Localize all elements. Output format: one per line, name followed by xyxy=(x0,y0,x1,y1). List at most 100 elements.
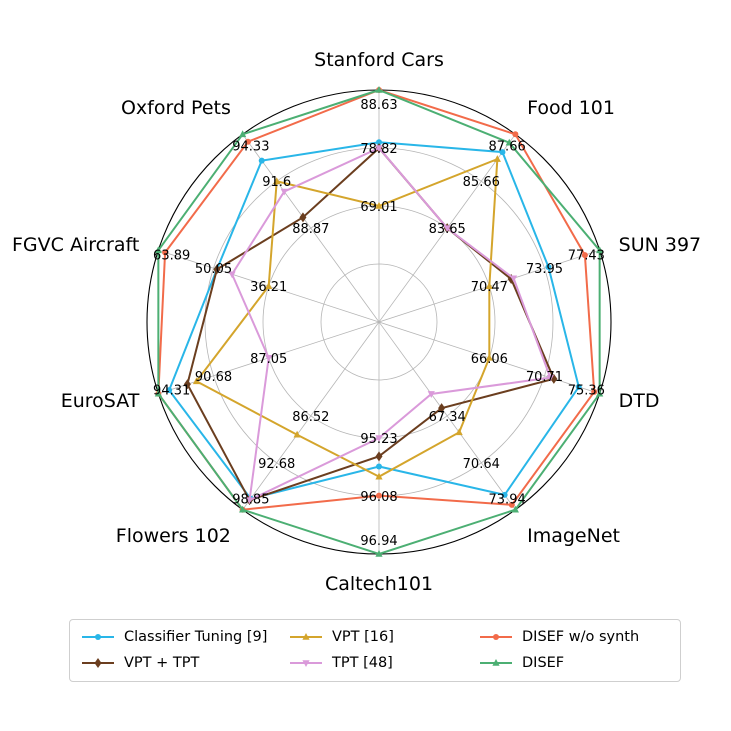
data-point xyxy=(375,145,383,152)
data-point xyxy=(485,353,493,361)
tick-label: 77.43 xyxy=(568,249,605,264)
data-point xyxy=(245,497,254,505)
axis-label: Flowers 102 xyxy=(116,525,231,547)
tick-label: 92.68 xyxy=(258,457,295,472)
data-point xyxy=(596,389,604,397)
data-point xyxy=(455,428,463,436)
legend-item: DISEF w/o synth xyxy=(478,626,639,648)
data-point xyxy=(166,387,173,394)
legend-label: DISEF w/o synth xyxy=(522,629,640,645)
tick-label: 88.63 xyxy=(360,98,397,113)
legend-label: VPT [16] xyxy=(332,629,394,645)
data-point xyxy=(512,131,519,138)
data-point xyxy=(545,263,552,270)
grid-spoke xyxy=(242,321,380,510)
legend-item: VPT [16] xyxy=(288,626,394,648)
axis-label: Food 101 xyxy=(527,97,615,119)
data-point xyxy=(213,264,221,275)
legend-swatch xyxy=(290,660,322,667)
data-point xyxy=(596,246,604,254)
data-point xyxy=(183,379,191,390)
legend-item: DISEF xyxy=(478,652,564,674)
tick-label: 88.87 xyxy=(292,222,329,237)
tick-label: 50.05 xyxy=(195,262,232,277)
series-disef xyxy=(154,86,604,557)
axis-label: ImageNet xyxy=(527,525,620,547)
tick-labels: 69.0178.8288.6383.6585.6687.6670.4773.95… xyxy=(153,98,605,549)
grid-spoke xyxy=(378,321,516,510)
data-point xyxy=(154,246,162,254)
legend-swatch xyxy=(290,633,322,640)
radar-series xyxy=(154,86,604,557)
data-point xyxy=(245,138,252,145)
axis-label: EuroSAT xyxy=(61,390,140,412)
data-point xyxy=(376,463,382,470)
axis-label: Oxford Pets xyxy=(121,97,231,119)
tick-label: 94.33 xyxy=(232,140,269,155)
tick-label: 70.47 xyxy=(471,280,508,295)
data-point xyxy=(258,157,265,164)
legend-item: VPT + TPT xyxy=(80,652,199,674)
tick-label: 67.34 xyxy=(429,410,466,425)
data-point xyxy=(591,388,598,395)
axis-label: Caltech101 xyxy=(325,573,433,595)
data-point xyxy=(265,355,273,362)
data-point xyxy=(376,139,382,146)
legend-swatch xyxy=(480,659,512,666)
tick-label: 78.82 xyxy=(360,142,397,157)
data-point xyxy=(299,212,307,223)
axis-label: SUN 397 xyxy=(619,234,702,256)
tick-label: 63.89 xyxy=(153,249,190,264)
axis-label: Stanford Cars xyxy=(314,49,444,71)
data-point xyxy=(239,130,247,138)
tick-label: 94.31 xyxy=(153,383,190,398)
data-point xyxy=(546,374,554,382)
data-point xyxy=(508,501,515,508)
tick-label: 96.08 xyxy=(360,490,397,505)
legend-swatch xyxy=(82,658,114,668)
legend-label: VPT + TPT xyxy=(124,655,200,671)
legend-label: DISEF xyxy=(522,655,565,671)
data-point xyxy=(376,492,382,499)
series-vpt-16 xyxy=(192,155,501,480)
data-point xyxy=(265,282,273,289)
tick-label: 95.23 xyxy=(360,432,397,447)
data-point xyxy=(154,389,162,397)
data-point xyxy=(499,149,506,156)
axis-label: DTD xyxy=(619,390,660,412)
tick-label: 91.6 xyxy=(262,175,291,190)
data-point xyxy=(293,430,301,438)
tick-label: 98.85 xyxy=(232,492,269,507)
data-point xyxy=(192,377,201,385)
legend-item: TPT [48] xyxy=(288,652,393,674)
tick-label: 83.65 xyxy=(429,222,466,237)
tick-label: 70.71 xyxy=(526,370,563,385)
tick-label: 73.94 xyxy=(489,492,526,507)
axis-label: FGVC Aircraft xyxy=(12,234,139,256)
tick-label: 85.66 xyxy=(463,175,500,190)
data-point xyxy=(375,472,383,480)
data-point xyxy=(505,138,513,146)
data-point xyxy=(375,435,383,442)
data-point xyxy=(162,249,169,256)
tick-label: 87.05 xyxy=(250,352,287,367)
legend-swatch xyxy=(82,634,114,640)
tick-label: 66.06 xyxy=(471,352,508,367)
data-point xyxy=(509,275,518,283)
legend-swatch xyxy=(480,634,512,640)
tick-label: 36.21 xyxy=(250,280,287,295)
data-point xyxy=(485,282,493,289)
data-point xyxy=(443,225,451,233)
legend-label: Classifier Tuning [9] xyxy=(124,629,268,645)
data-point xyxy=(375,550,383,557)
tick-label: 69.01 xyxy=(360,200,397,215)
data-point xyxy=(511,505,519,513)
data-point xyxy=(427,391,435,398)
data-point xyxy=(239,505,247,513)
legend: Classifier Tuning [9] VPT + TPT VPT [16] TP… xyxy=(69,619,681,682)
series-tpt-48 xyxy=(228,145,554,505)
data-point xyxy=(375,86,383,93)
data-point xyxy=(501,491,508,498)
